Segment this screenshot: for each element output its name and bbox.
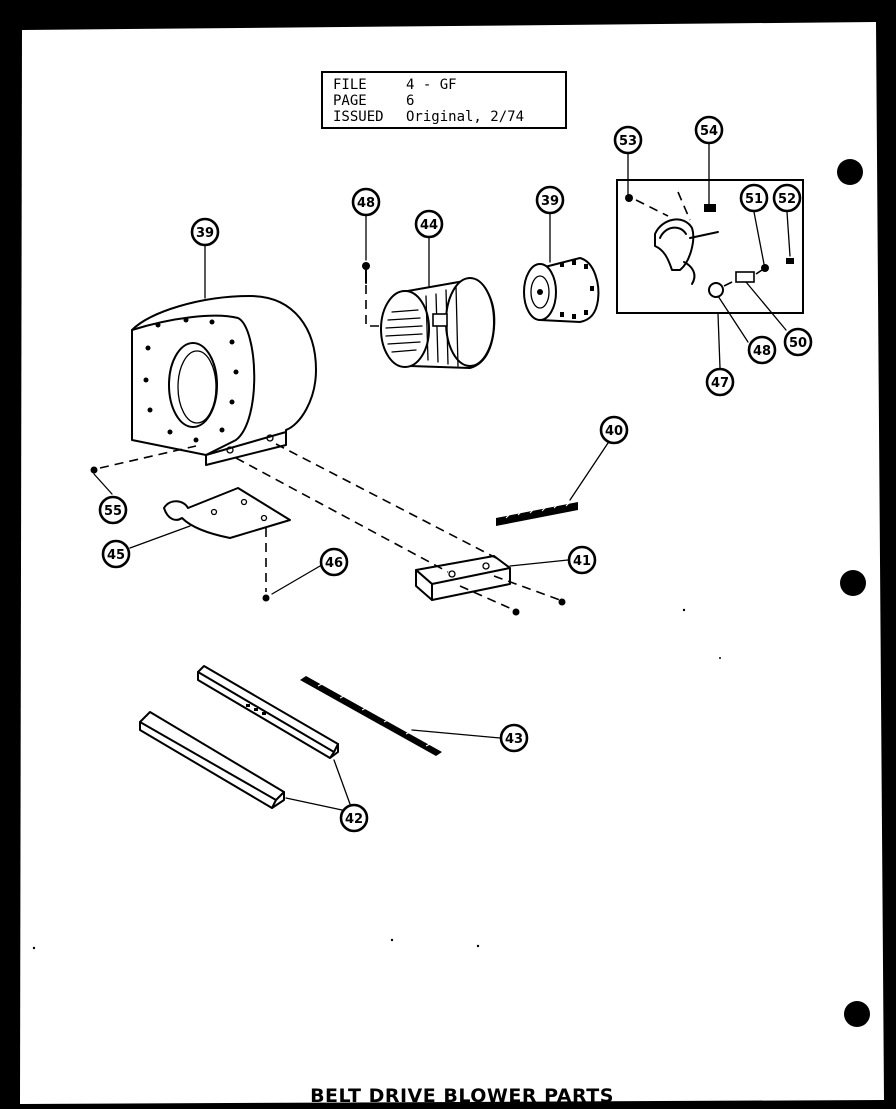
rail-42-upper xyxy=(197,665,339,759)
callout-50: 50 xyxy=(783,327,813,357)
callout-44-wheel: 44 xyxy=(414,209,444,239)
callout-42: 42 xyxy=(339,803,369,833)
motor xyxy=(523,257,600,323)
svg-text:50: 50 xyxy=(789,336,807,351)
callout-43: 43 xyxy=(499,723,529,753)
issued-label: ISSUED xyxy=(333,109,384,125)
punch-hole-middle xyxy=(840,570,866,596)
plate-45 xyxy=(163,487,291,539)
svg-text:41: 41 xyxy=(573,554,591,569)
svg-text:48: 48 xyxy=(357,196,375,211)
file-header-box: FILE 4 - GF PAGE 6 ISSUED Original, 2/74 xyxy=(321,71,567,129)
file-label: FILE xyxy=(333,77,367,93)
svg-text:53: 53 xyxy=(619,134,637,149)
rail-42-lower xyxy=(139,711,285,809)
svg-text:40: 40 xyxy=(605,424,623,439)
callout-47: 47 xyxy=(705,367,735,397)
svg-text:54: 54 xyxy=(700,124,718,139)
svg-text:47: 47 xyxy=(711,376,729,391)
svg-text:55: 55 xyxy=(104,504,122,519)
svg-text:39: 39 xyxy=(541,194,559,209)
svg-text:45: 45 xyxy=(107,548,125,563)
blower-wheel xyxy=(380,277,496,369)
callout-54: 54 xyxy=(694,115,724,145)
screw-48 xyxy=(362,262,384,327)
svg-text:46: 46 xyxy=(325,556,343,571)
svg-text:43: 43 xyxy=(505,732,523,747)
page-label: PAGE xyxy=(333,93,367,109)
issued-value: Original, 2/74 xyxy=(406,109,524,125)
callout-39-motor: 39 xyxy=(535,185,565,215)
callout-39-housing: 39 xyxy=(190,217,220,247)
bracket-41 xyxy=(235,443,566,616)
scan-specks xyxy=(32,608,721,950)
svg-text:48: 48 xyxy=(753,344,771,359)
file-value: 4 - GF xyxy=(406,77,457,93)
screw-46 xyxy=(262,528,270,602)
callout-53: 53 xyxy=(613,125,643,155)
svg-text:44: 44 xyxy=(420,218,438,233)
svg-text:39: 39 xyxy=(196,226,214,241)
callout-55: 55 xyxy=(98,495,128,525)
svg-text:42: 42 xyxy=(345,812,363,827)
page-value: 6 xyxy=(406,93,414,109)
screw-55 xyxy=(90,445,197,474)
callout-45: 45 xyxy=(101,539,131,569)
diagram-title: BELT DRIVE BLOWER PARTS xyxy=(310,1085,614,1107)
punch-hole-bottom xyxy=(844,1001,870,1027)
belt-43 xyxy=(300,676,442,756)
callout-46: 46 xyxy=(319,547,349,577)
callout-40: 40 xyxy=(599,415,629,445)
punch-hole-top xyxy=(837,159,863,185)
bearing-kit xyxy=(616,179,804,314)
callout-52: 52 xyxy=(772,183,802,213)
belt-40 xyxy=(496,501,578,526)
svg-text:51: 51 xyxy=(745,192,763,207)
svg-text:52: 52 xyxy=(778,192,796,207)
blower-housing xyxy=(131,295,317,466)
callout-41: 41 xyxy=(567,545,597,575)
callout-48-screw: 48 xyxy=(351,187,381,217)
leader-lines xyxy=(93,143,791,811)
callout-48-bearing: 48 xyxy=(747,335,777,365)
callout-51: 51 xyxy=(739,183,769,213)
